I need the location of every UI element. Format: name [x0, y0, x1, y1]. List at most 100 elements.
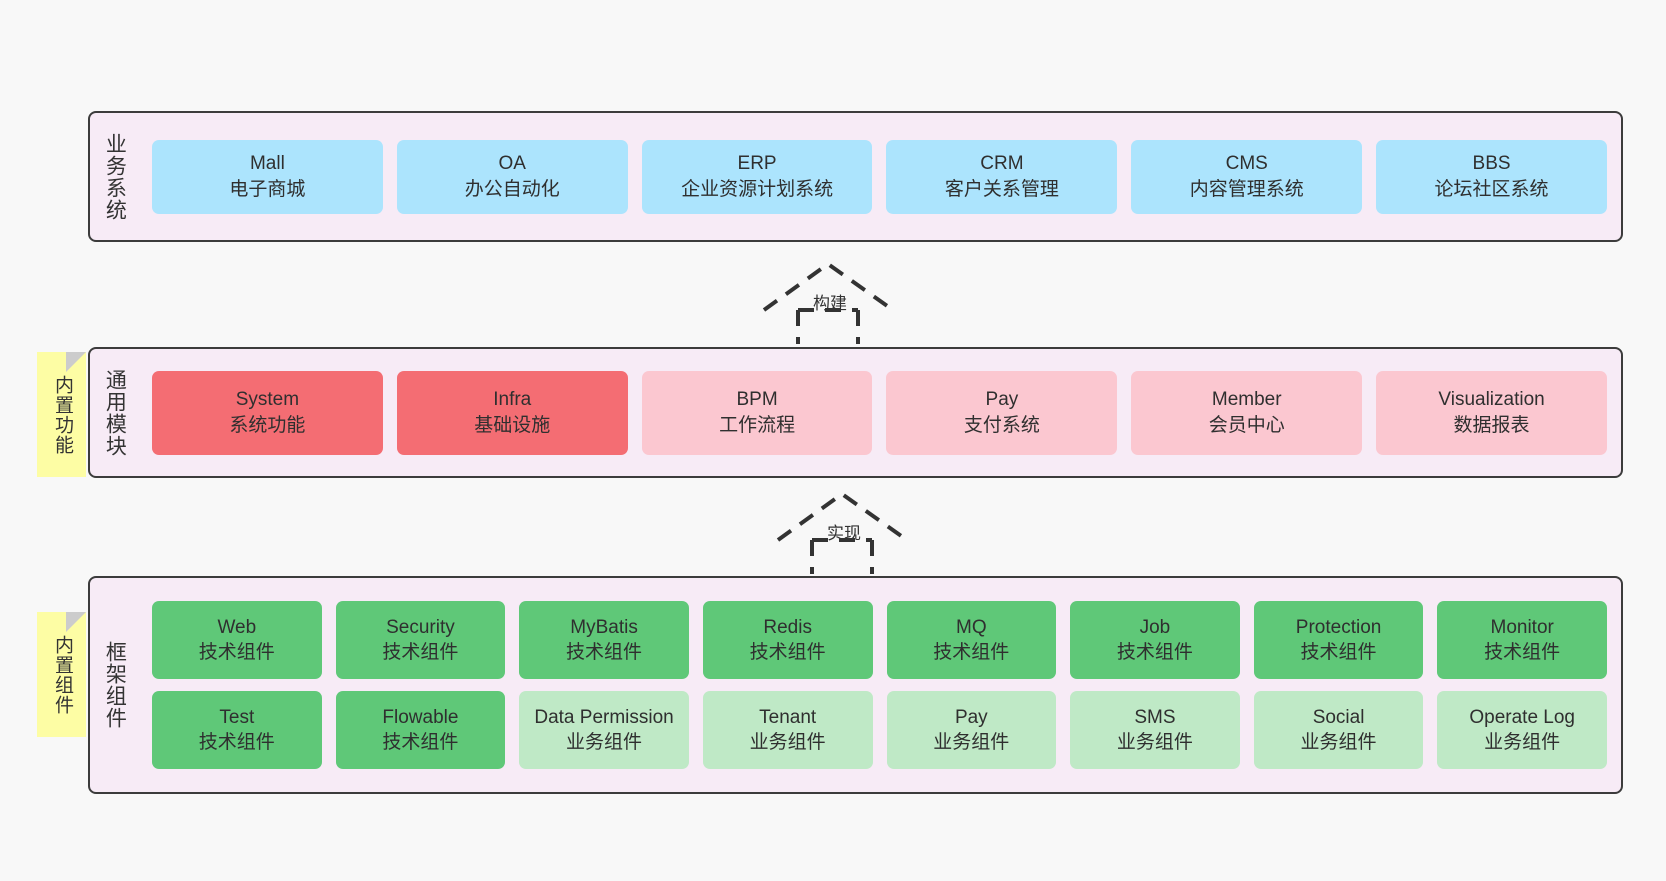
- tab-builtin-features-label: 内置功能: [51, 374, 73, 455]
- node-social[interactable]: Social 业务组件: [1253, 691, 1424, 769]
- node-bpm-name: BPM: [736, 389, 778, 411]
- node-infra-name: Infra: [493, 389, 532, 411]
- connector-build-label: 构建: [813, 294, 847, 313]
- node-test[interactable]: Test 技术组件: [152, 691, 322, 769]
- node-bbs-desc: 论坛社区系统: [1434, 178, 1549, 200]
- business-node-row: Mall 电子商城 OA 办公自动化 ERP 企业资源计划系统 CRM 客户关系…: [152, 139, 1607, 214]
- node-data-permission[interactable]: Data Permission 业务组件: [519, 691, 689, 769]
- node-data-permission-name: Data Permission: [534, 706, 674, 728]
- node-visualization[interactable]: Visualization 数据报表: [1376, 370, 1607, 455]
- node-sms-name: SMS: [1134, 706, 1176, 728]
- node-cms[interactable]: CMS 内容管理系统: [1131, 139, 1363, 214]
- layer-framework-label: 框架组件: [103, 641, 127, 729]
- layer-modules-body: System 系统功能 Infra 基础设施 BPM 工作流程 Pay 支付系统…: [138, 349, 1621, 476]
- node-job[interactable]: Job 技术组件: [1070, 601, 1240, 679]
- node-cms-name: CMS: [1225, 153, 1268, 175]
- modules-node-row: System 系统功能 Infra 基础设施 BPM 工作流程 Pay 支付系统…: [152, 370, 1607, 455]
- framework-row-tech: Web 技术组件 Security 技术组件 MyBatis 技术组件 Redi…: [152, 601, 1607, 679]
- node-job-name: Job: [1139, 616, 1171, 638]
- node-test-desc: 技术组件: [198, 732, 275, 753]
- node-infra[interactable]: Infra 基础设施: [396, 370, 628, 455]
- node-member-desc: 会员中心: [1208, 414, 1285, 436]
- layer-framework-body: Web 技术组件 Security 技术组件 MyBatis 技术组件 Redi…: [138, 578, 1621, 792]
- node-protection[interactable]: Protection 技术组件: [1253, 601, 1424, 679]
- node-mybatis[interactable]: MyBatis 技术组件: [519, 601, 689, 679]
- node-erp-name: ERP: [737, 153, 777, 175]
- node-system-name: System: [235, 389, 300, 411]
- node-monitor[interactable]: Monitor 技术组件: [1437, 601, 1607, 679]
- node-pay-module[interactable]: Pay 支付系统: [886, 370, 1118, 455]
- node-crm[interactable]: CRM 客户关系管理: [886, 139, 1118, 214]
- node-redis-name: Redis: [763, 616, 812, 638]
- node-security-desc: 技术组件: [382, 642, 459, 663]
- layer-business-systems: 业务系统 Mall 电子商城 OA 办公自动化 ERP 企业资源计划系统 CRM…: [88, 111, 1623, 242]
- connector-build: 构建: [756, 258, 901, 344]
- node-system-desc: 系统功能: [229, 414, 306, 436]
- node-protection-desc: 技术组件: [1300, 642, 1377, 663]
- node-social-name: Social: [1312, 706, 1365, 728]
- node-pay-component-name: Pay: [954, 706, 988, 728]
- node-social-desc: 业务组件: [1300, 732, 1377, 753]
- node-job-desc: 技术组件: [1116, 642, 1193, 663]
- node-oa[interactable]: OA 办公自动化: [396, 139, 628, 214]
- node-bpm-desc: 工作流程: [719, 414, 796, 436]
- node-mall[interactable]: Mall 电子商城: [152, 139, 383, 214]
- layer-framework-components: 框架组件 Web 技术组件 Security 技术组件 MyBatis 技术组件…: [88, 576, 1623, 794]
- node-flowable[interactable]: Flowable 技术组件: [335, 691, 506, 769]
- node-cms-desc: 内容管理系统: [1189, 178, 1304, 200]
- node-mq[interactable]: MQ 技术组件: [886, 601, 1057, 679]
- tab-builtin-features: 内置功能: [37, 352, 86, 477]
- node-bpm[interactable]: BPM 工作流程: [641, 370, 873, 455]
- layer-modules-label: 通用模块: [103, 368, 127, 457]
- node-flowable-name: Flowable: [382, 706, 459, 728]
- node-system[interactable]: System 系统功能: [152, 370, 383, 455]
- layer-business-body: Mall 电子商城 OA 办公自动化 ERP 企业资源计划系统 CRM 客户关系…: [138, 113, 1621, 240]
- node-infra-desc: 基础设施: [474, 414, 551, 436]
- node-operate-log-name: Operate Log: [1469, 706, 1575, 728]
- node-redis[interactable]: Redis 技术组件: [702, 601, 873, 679]
- framework-row-biz: Test 技术组件 Flowable 技术组件 Data Permission …: [152, 691, 1607, 769]
- tab-builtin-components-label: 内置组件: [51, 634, 73, 715]
- node-mall-desc: 电子商城: [229, 178, 306, 200]
- node-security-name: Security: [386, 616, 455, 638]
- node-test-name: Test: [219, 706, 255, 728]
- node-mybatis-desc: 技术组件: [566, 642, 643, 663]
- node-operate-log[interactable]: Operate Log 业务组件: [1437, 691, 1607, 769]
- connector-implement-label: 实现: [827, 524, 861, 543]
- layer-common-modules: 通用模块 System 系统功能 Infra 基础设施 BPM 工作流程 Pay…: [88, 347, 1623, 478]
- node-operate-log-desc: 业务组件: [1484, 732, 1561, 753]
- node-web-desc: 技术组件: [198, 642, 275, 663]
- node-tenant-desc: 业务组件: [749, 732, 826, 753]
- node-mq-name: MQ: [956, 616, 987, 638]
- node-pay-module-desc: 支付系统: [963, 414, 1040, 436]
- node-web-name: Web: [217, 616, 257, 638]
- node-member[interactable]: Member 会员中心: [1131, 370, 1363, 455]
- node-protection-name: Protection: [1295, 616, 1382, 638]
- node-flowable-desc: 技术组件: [382, 732, 459, 753]
- node-erp-desc: 企业资源计划系统: [681, 178, 834, 200]
- node-crm-desc: 客户关系管理: [944, 178, 1059, 200]
- node-security[interactable]: Security 技术组件: [335, 601, 506, 679]
- node-visualization-desc: 数据报表: [1453, 414, 1530, 436]
- node-visualization-name: Visualization: [1438, 389, 1545, 411]
- node-monitor-name: Monitor: [1490, 616, 1554, 638]
- node-tenant-name: Tenant: [759, 706, 817, 728]
- node-data-permission-desc: 业务组件: [566, 732, 643, 753]
- node-crm-name: CRM: [980, 153, 1024, 175]
- node-redis-desc: 技术组件: [749, 642, 826, 663]
- node-erp[interactable]: ERP 企业资源计划系统: [641, 139, 873, 214]
- node-oa-desc: 办公自动化: [464, 178, 560, 200]
- node-tenant[interactable]: Tenant 业务组件: [702, 691, 873, 769]
- node-bbs[interactable]: BBS 论坛社区系统: [1376, 139, 1607, 214]
- node-monitor-desc: 技术组件: [1484, 642, 1561, 663]
- connector-implement: 实现: [770, 488, 915, 574]
- node-web[interactable]: Web 技术组件: [152, 601, 322, 679]
- node-sms-desc: 业务组件: [1116, 732, 1193, 753]
- node-pay-module-name: Pay: [985, 389, 1019, 411]
- node-oa-name: OA: [498, 153, 526, 175]
- node-mall-name: Mall: [249, 153, 285, 175]
- node-member-name: Member: [1211, 389, 1282, 411]
- node-pay-component[interactable]: Pay 业务组件: [886, 691, 1057, 769]
- node-sms[interactable]: SMS 业务组件: [1070, 691, 1240, 769]
- layer-business-label: 业务系统: [103, 132, 127, 221]
